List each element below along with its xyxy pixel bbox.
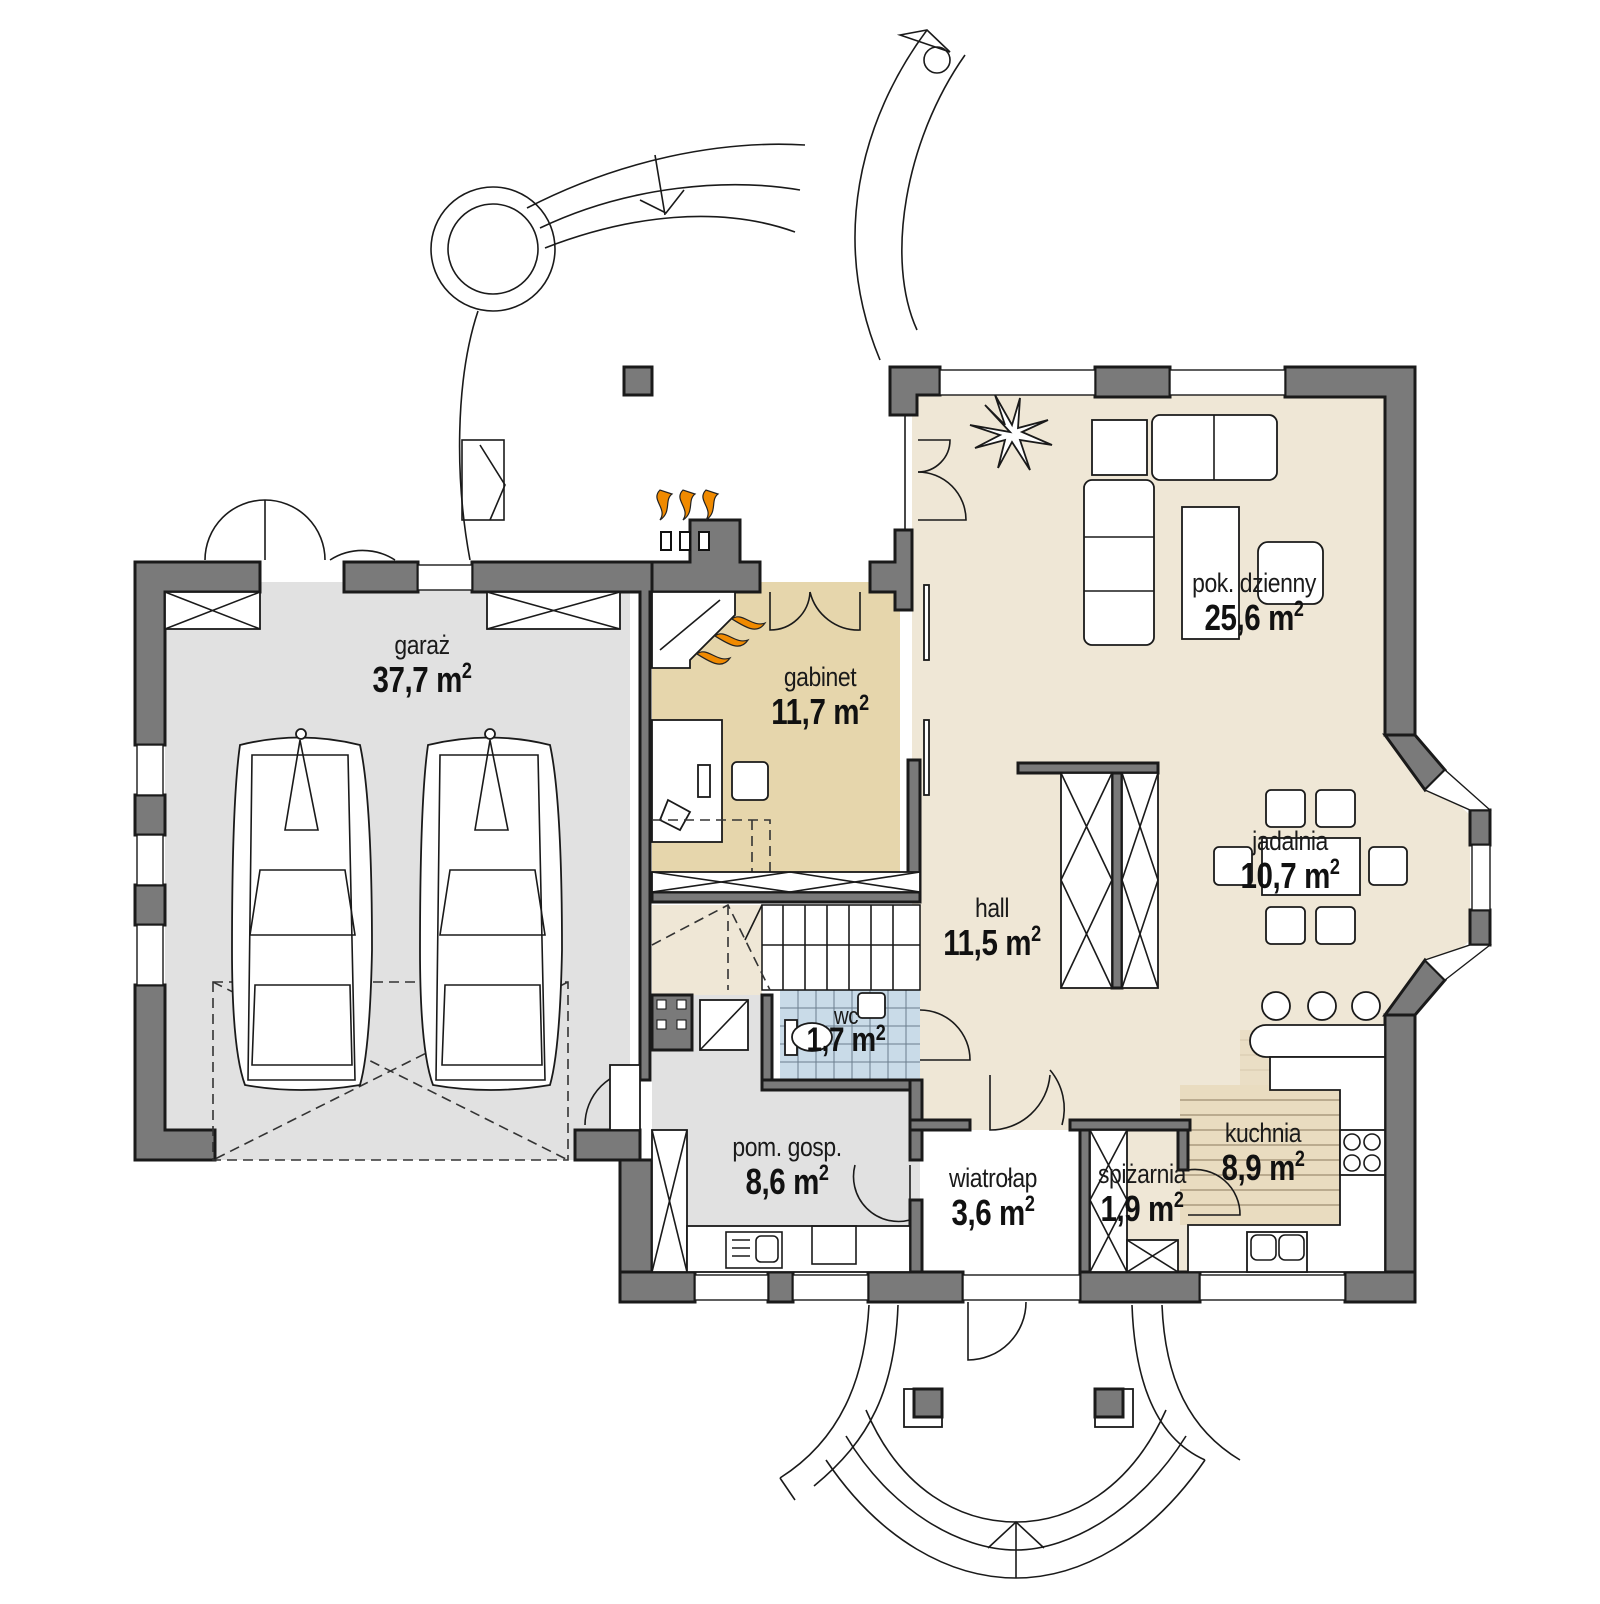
chair: [731, 761, 769, 801]
sofa-icon: [1083, 414, 1278, 646]
sink-icon: [725, 1231, 783, 1269]
sink-icon: [1246, 1231, 1308, 1273]
utility-floor: [652, 995, 920, 1272]
bar-stool-icon: [1261, 991, 1381, 1021]
wc-tile-grid: [780, 990, 920, 1080]
terrace-path-icon: [779, 1304, 1241, 1579]
window-icon: [136, 369, 1493, 1301]
car-icon: [419, 728, 563, 1091]
coffee-table: [1181, 506, 1240, 640]
wardrobe: [651, 871, 921, 893]
armchair-icon: [1257, 541, 1324, 605]
kitchen-floor: [1180, 1085, 1340, 1225]
kitchen-counter: [1249, 1024, 1386, 1058]
toilet-icon: [784, 1019, 833, 1056]
garage-door-swing: [212, 981, 569, 1161]
entrance-door-swing: [967, 1301, 1027, 1361]
garage-door-storage: [164, 591, 621, 630]
dining-table-icon: [1213, 789, 1408, 945]
door-swing-icon: [917, 439, 951, 473]
plant-icon: [969, 394, 1053, 471]
walls: [133, 365, 1492, 1304]
utility-counter: [686, 1225, 911, 1273]
door-swing-icon: [1187, 1168, 1241, 1216]
door-swing-icon: [769, 591, 811, 631]
stove-icon: [1339, 1129, 1386, 1176]
car-icon: [231, 728, 373, 1091]
sink-icon: [857, 992, 886, 1019]
stairs-icon: [651, 903, 921, 991]
column: [622, 365, 654, 397]
door-swing-icon: [989, 1074, 1051, 1131]
hall-wardrobe: [1060, 772, 1159, 989]
washing-machine: [811, 1225, 857, 1265]
terrace-path-icon: [430, 29, 966, 561]
kitchen-floor-boards: [1180, 1039, 1340, 1206]
fireplace-flame-icon: [656, 489, 767, 665]
desk: [651, 719, 723, 843]
door-swing-icon: [852, 1164, 911, 1223]
fireplace-icon: [651, 591, 736, 669]
chimney-icon: [650, 993, 694, 1052]
column: [903, 1387, 1134, 1428]
pantry-shelves: [1089, 1129, 1179, 1273]
door-swing-icon: [919, 1009, 971, 1061]
